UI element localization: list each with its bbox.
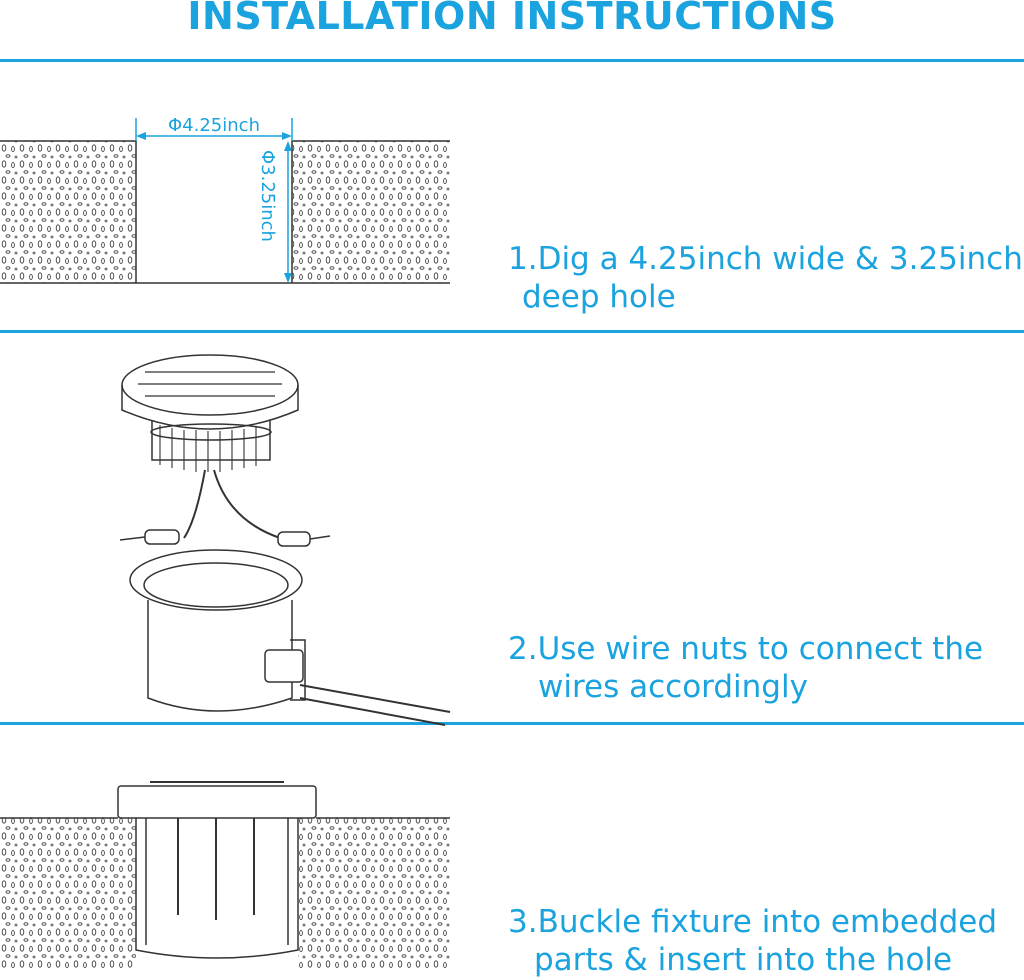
step-2-line-1: 2.Use wire nuts to connect the xyxy=(508,631,984,667)
step3-installed-diagram xyxy=(0,781,450,968)
step-3-line-1: 3.Buckle fixture into embedded xyxy=(508,904,998,940)
step-1-line-2: deep hole xyxy=(522,279,676,315)
step-2-line-2: wires accordingly xyxy=(538,669,808,705)
soil-left-3 xyxy=(0,818,136,968)
soil-left xyxy=(0,141,136,283)
soil-right xyxy=(292,141,450,283)
divider-middle-2 xyxy=(0,722,1024,725)
step-1-text: 1.Dig a 4.25inch wide & 3.25inch deep ho… xyxy=(508,240,1023,316)
step-3-text: 3.Buckle fixture into embedded parts & i… xyxy=(508,903,997,979)
soil-right-3 xyxy=(298,818,450,968)
step-3-line-2: parts & insert into the hole xyxy=(534,942,953,978)
step1-ground-diagram: Φ4.25inch Φ3.25inch xyxy=(0,115,450,284)
step-1-line-1: 1.Dig a 4.25inch wide & 3.25inch xyxy=(508,241,1023,277)
page-title: INSTALLATION INSTRUCTIONS xyxy=(187,0,837,38)
step2-wiring-diagram xyxy=(119,354,451,726)
divider-middle-1 xyxy=(0,330,1024,333)
step-2-text: 2.Use wire nuts to connect the wires acc… xyxy=(508,630,983,706)
divider-top xyxy=(0,59,1024,62)
width-dimension-label: Φ4.25inch xyxy=(168,115,260,136)
depth-dimension-label: Φ3.25inch xyxy=(257,150,278,242)
